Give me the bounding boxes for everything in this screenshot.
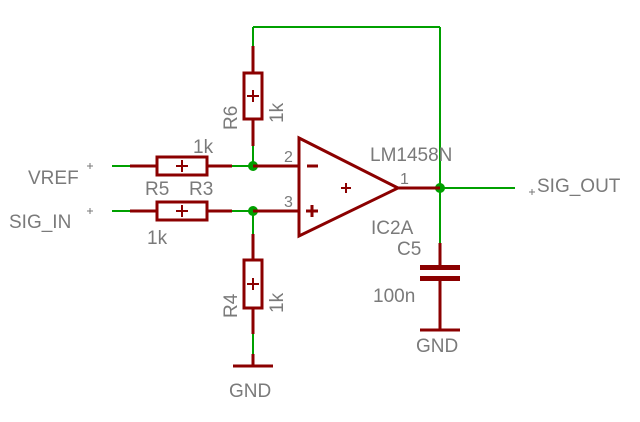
pin1-label: 1 (400, 171, 409, 188)
r3-value-label: 1k (193, 137, 214, 158)
r3-name-label: R3 (189, 179, 213, 200)
c5-value-label: 100n (373, 286, 415, 307)
gnd-label-c5: GND (416, 336, 458, 357)
gnd-symbol-c5 (420, 316, 460, 332)
gnd-label-r4: GND (229, 381, 271, 402)
sig-in-label: SIG_IN (9, 212, 71, 233)
resistor-r6 (242, 46, 264, 146)
pin2-label: 2 (284, 149, 293, 166)
opamp-ic2a (253, 135, 440, 239)
capacitor-c5 (420, 243, 460, 316)
r5-name-label: R5 (145, 179, 169, 200)
resistor-r4 (242, 234, 264, 334)
c5-name-label: C5 (397, 239, 421, 260)
r4-value-label: 1k (267, 292, 288, 313)
resistor-r3 (130, 155, 232, 177)
gnd-symbol-r4 (233, 354, 273, 368)
wires (112, 26, 515, 354)
r4-name-label: R4 (221, 293, 242, 318)
ic-value-label: LM1458N (370, 145, 452, 166)
vref-label: VREF (28, 168, 79, 189)
ic-name-label: IC2A (371, 218, 414, 239)
r5-value-label: 1k (147, 228, 168, 249)
sig-out-label: SIG_OUT (537, 176, 621, 197)
r6-name-label: R6 (221, 106, 242, 130)
pin3-label: 3 (284, 194, 293, 211)
r6-value-label: 1k (267, 102, 288, 123)
resistor-r5 (130, 200, 232, 222)
net-crosses (87, 163, 535, 214)
